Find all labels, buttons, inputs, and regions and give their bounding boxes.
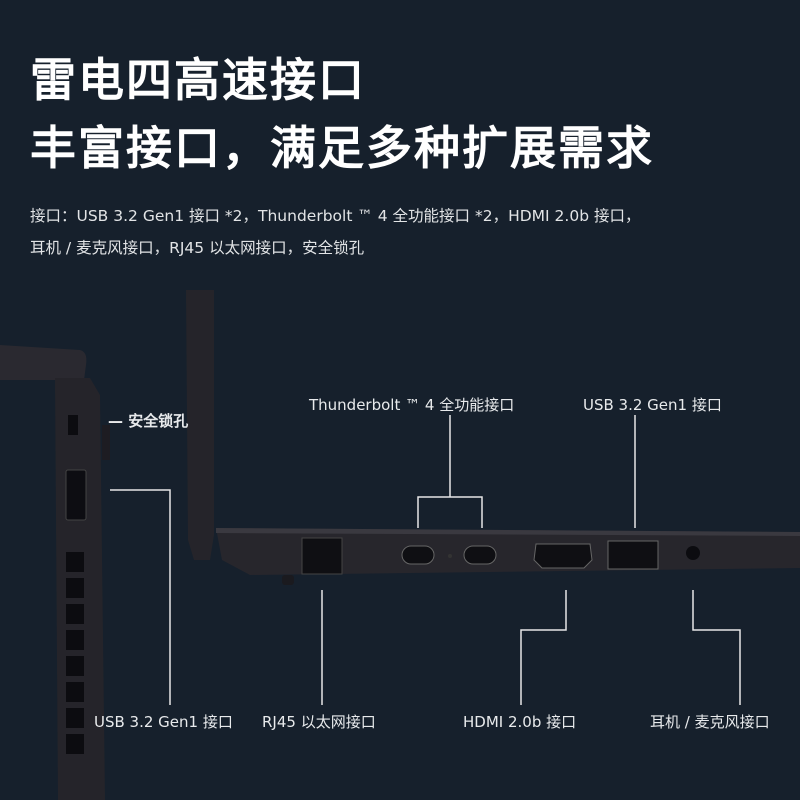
left-laptop-side bbox=[0, 345, 110, 800]
usb-port-left bbox=[65, 469, 87, 521]
audio-jack bbox=[686, 546, 700, 560]
label-hdmi: HDMI 2.0b 接口 bbox=[463, 713, 577, 731]
description-line-1: 接口：USB 3.2 Gen1 接口 *2，Thunderbolt ™ 4 全功… bbox=[30, 207, 641, 225]
label-rj45: RJ45 以太网接口 bbox=[262, 713, 376, 731]
label-usb-left: USB 3.2 Gen1 接口 bbox=[94, 713, 233, 731]
label-usb-right: USB 3.2 Gen1 接口 bbox=[583, 396, 722, 414]
rj45-port bbox=[301, 537, 343, 575]
headline-line-2: 丰富接口，满足多种扩展需求 bbox=[30, 121, 654, 175]
label-security-lock: — 安全锁孔 bbox=[108, 412, 189, 430]
thunderbolt-port-2 bbox=[463, 545, 497, 565]
main-laptop bbox=[186, 290, 800, 585]
description-line-2: 耳机 / 麦克风接口，RJ45 以太网接口，安全锁孔 bbox=[30, 239, 365, 257]
label-audio: 耳机 / 麦克风接口 bbox=[650, 713, 770, 731]
leader-lines bbox=[110, 415, 741, 705]
security-lock-slot bbox=[68, 415, 78, 435]
thunderbolt-port-1 bbox=[401, 545, 435, 565]
hdmi-port bbox=[533, 543, 593, 569]
usb-port-right bbox=[607, 540, 659, 570]
headline-line-1: 雷电四高速接口 bbox=[30, 53, 366, 107]
label-thunderbolt: Thunderbolt ™ 4 全功能接口 bbox=[309, 396, 515, 414]
